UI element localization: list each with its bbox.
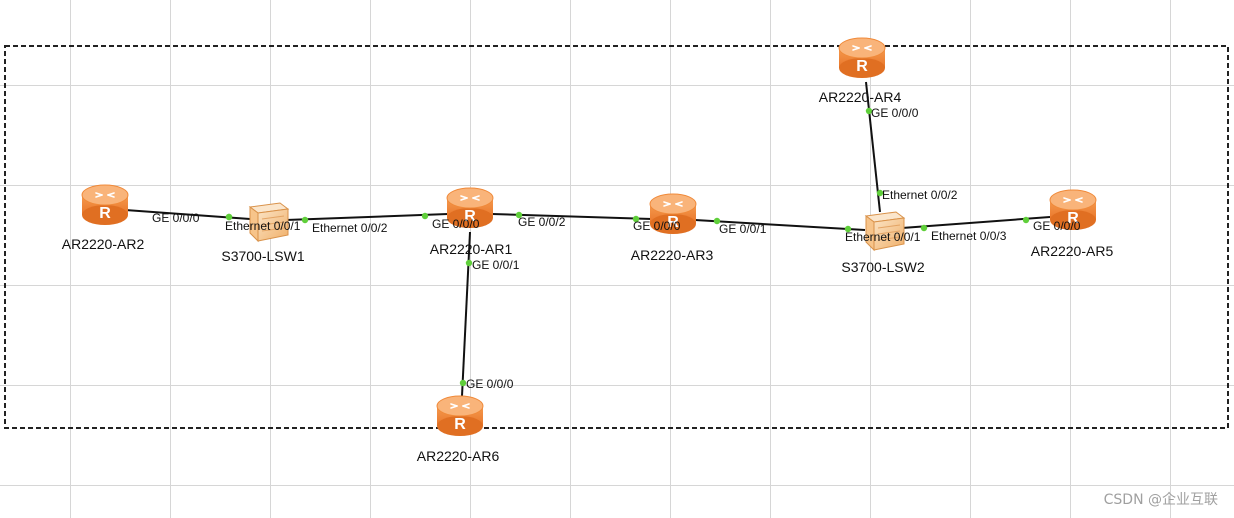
router-glyph: R	[667, 214, 679, 231]
device-label: S3700-LSW1	[221, 248, 304, 264]
router-icon: R	[446, 187, 494, 228]
link-lsw1-ar1[interactable]	[285, 213, 449, 221]
device-label: AR2220-AR2	[62, 236, 145, 252]
watermark: CSDN @企业互联	[1104, 491, 1218, 508]
port-label: Ethernet 0/0/1	[845, 230, 921, 244]
port-label: GE 0/0/0	[466, 377, 514, 391]
device-label: S3700-LSW2	[841, 259, 924, 275]
port-dot	[844, 225, 852, 233]
port-dot	[632, 215, 640, 223]
switch-icon	[864, 211, 906, 252]
area-border	[4, 45, 1229, 429]
router-glyph: R	[99, 205, 111, 222]
port-label: GE 0/0/0	[152, 211, 200, 225]
link-ar3-lsw2[interactable]	[694, 219, 866, 231]
router-glyph: R	[454, 416, 466, 433]
device-label: AR2220-AR6	[417, 448, 500, 464]
port-label: GE 0/0/1	[719, 222, 767, 236]
router-icon: R	[838, 37, 886, 78]
device-label: AR2220-AR3	[631, 247, 714, 263]
router-ar3[interactable]: R AR2220-AR3	[631, 193, 714, 263]
router-icon: R	[81, 184, 129, 225]
port-label: GE 0/0/0	[871, 106, 919, 120]
router-icon: R	[649, 193, 697, 234]
port-dot	[515, 211, 523, 219]
router-ar1[interactable]: R AR2220-AR1	[430, 187, 513, 257]
port-dot	[713, 217, 721, 225]
router-icon: R	[1049, 189, 1097, 230]
port-dot	[865, 107, 873, 115]
switch-icon	[248, 202, 290, 243]
router-icon: R	[436, 395, 484, 436]
nodes-layer: RAR2220-AR2S3700-LSW1RAR2220-AR1RAR2220-…	[62, 37, 1114, 464]
router-ar4[interactable]: R AR2220-AR4	[819, 37, 902, 105]
port-dot	[465, 259, 473, 267]
port-label: GE 0/0/0	[633, 219, 681, 233]
device-label: AR2220-AR4	[819, 89, 902, 105]
router-glyph: R	[856, 58, 868, 75]
port-dot	[876, 189, 884, 197]
router-glyph: R	[1067, 210, 1079, 227]
port-label: GE 0/0/0	[1033, 219, 1081, 233]
port-label: Ethernet 0/0/2	[882, 188, 958, 202]
device-label: AR2220-AR1	[430, 241, 513, 257]
port-label: Ethernet 0/0/2	[312, 221, 388, 235]
router-ar5[interactable]: R AR2220-AR5	[1031, 189, 1114, 259]
port-dot	[225, 213, 233, 221]
port-dot	[301, 216, 309, 224]
port-label: Ethernet 0/0/3	[931, 229, 1007, 243]
port-label: GE 0/0/2	[518, 215, 566, 229]
switch-lsw1[interactable]: S3700-LSW1	[221, 202, 305, 264]
device-label: AR2220-AR5	[1031, 243, 1114, 259]
router-ar2[interactable]: R AR2220-AR2	[62, 184, 145, 252]
port-dot	[421, 212, 429, 220]
link-ar1-ar6[interactable]	[461, 231, 471, 397]
port-label: GE 0/0/1	[472, 258, 520, 272]
router-ar6[interactable]: R AR2220-AR6	[417, 395, 500, 464]
switch-lsw2[interactable]: S3700-LSW2	[841, 211, 925, 275]
port-dot	[459, 379, 467, 387]
port-label: GE 0/0/0	[432, 217, 480, 231]
router-glyph: R	[464, 208, 476, 225]
link-lsw2-ar4[interactable]	[865, 81, 881, 213]
port-dot	[1022, 216, 1030, 224]
port-label: Ethernet 0/0/1	[225, 219, 301, 233]
port-dot	[920, 224, 928, 232]
